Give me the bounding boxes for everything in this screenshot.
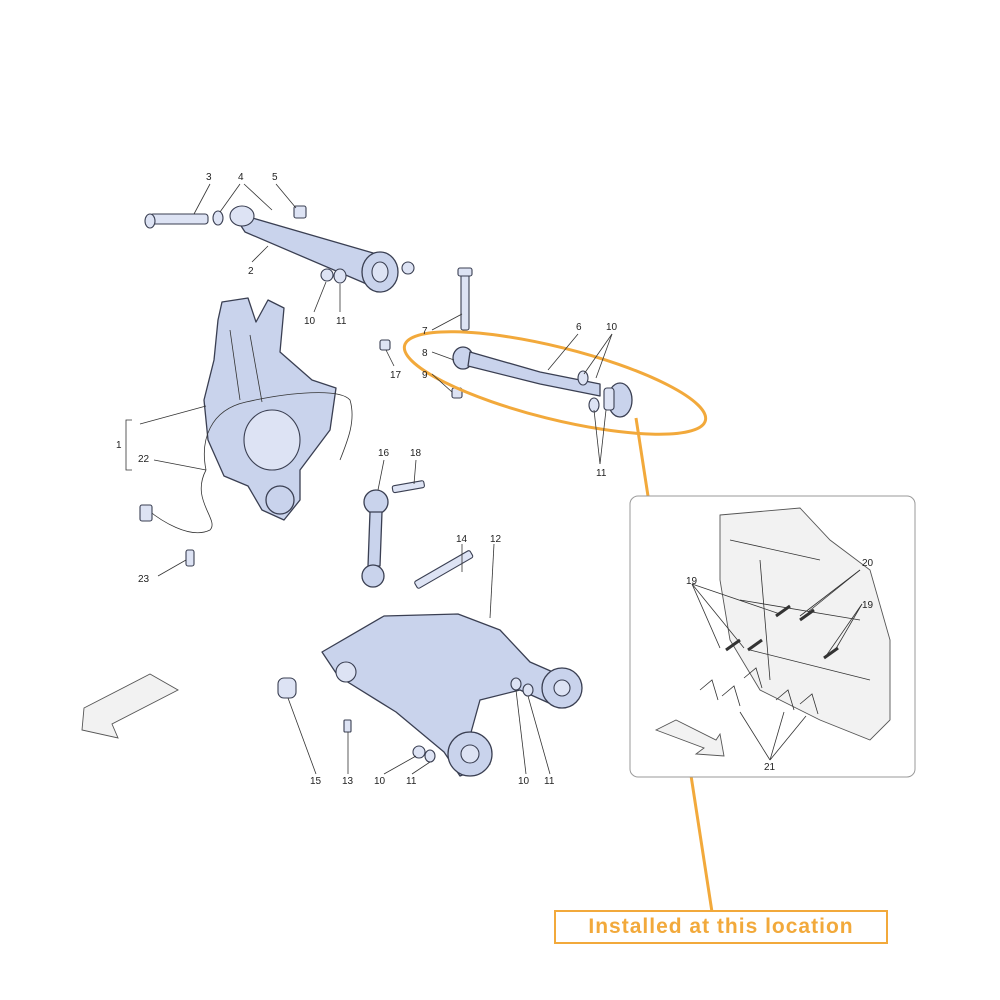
label-11-lower-left: 11 [406,776,417,787]
label-18: 18 [410,448,422,459]
label-2: 2 [248,266,254,277]
washer-11-lower-left [424,749,436,763]
bolt-14 [414,550,474,589]
nut-17 [379,339,391,351]
label-11-upper: 11 [336,316,347,327]
label-6: 6 [576,322,582,333]
label-10-upper: 10 [304,316,316,327]
screw-13 [343,719,352,733]
label-21: 21 [764,762,776,773]
label-20: 20 [862,558,874,569]
label-5: 5 [272,172,278,183]
label-17: 17 [390,370,402,381]
label-19-left: 19 [686,576,698,587]
label-3: 3 [206,172,212,183]
label-15: 15 [310,776,322,787]
bushing-15 [277,677,297,699]
label-11-link: 11 [596,468,607,479]
bolt-3 [144,213,209,229]
label-4: 4 [238,172,244,183]
label-10-lower-right: 10 [518,776,530,787]
washer-11-link [588,397,600,413]
label-9: 9 [422,370,428,381]
hub-carrier [203,297,337,521]
nut-upper-right [401,261,415,275]
direction-arrow-main [81,673,179,739]
washer-10-lower-left [412,745,426,759]
nut-5 [293,205,307,219]
label-23: 23 [138,574,150,585]
washer-11-lower-right [522,683,534,697]
stabilizer-link [361,489,389,588]
highlight-ellipse [402,330,708,436]
label-8: 8 [422,348,428,359]
label-10-link: 10 [606,322,618,333]
washer-10-upper [320,268,334,282]
callout-text: Installed at this location [588,915,854,938]
label-22: 22 [138,454,150,465]
detail-inset [629,495,916,778]
leader-lines [125,183,863,775]
label-10-lower-left: 10 [374,776,386,787]
abs-sensor [139,504,153,522]
label-12: 12 [490,534,502,545]
clip-group-21 [699,667,819,715]
part-labels: 3 4 5 2 10 11 7 8 9 17 6 10 11 1 22 23 1… [116,172,874,787]
callout-box: Installed at this location [554,910,888,944]
label-16: 16 [378,448,390,459]
bolt-7 [457,267,473,331]
bolt-18 [391,480,425,494]
washer-10-link [577,370,589,386]
label-14: 14 [456,534,468,545]
lower-control-arm [321,613,583,777]
washer-10-lower-right [510,677,522,691]
label-11-lower-right: 11 [544,776,555,787]
sensor-clip-23 [185,549,195,567]
toe-link-rod [452,346,633,418]
direction-arrow-inset [654,719,725,757]
washer-4 [212,210,224,226]
washer-11-upper [333,268,347,284]
label-7: 7 [422,326,428,337]
label-1: 1 [116,440,122,451]
abs-sensor-cable [147,392,353,534]
upper-control-arm [229,205,399,293]
label-13: 13 [342,776,354,787]
label-19-right: 19 [862,600,874,611]
